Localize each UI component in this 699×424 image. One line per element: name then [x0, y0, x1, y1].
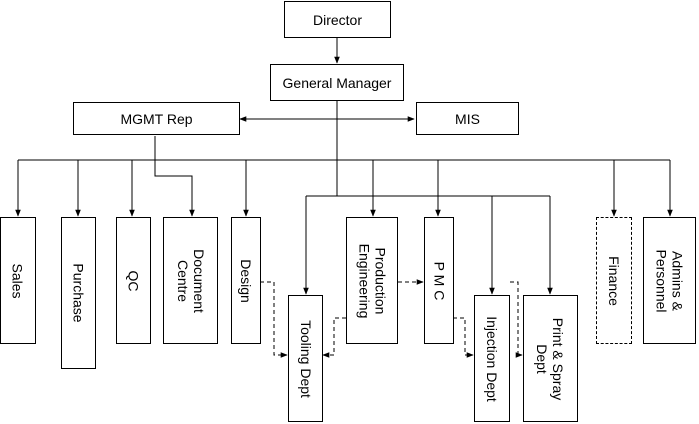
general-manager-label: General Manager [282, 74, 392, 91]
dept-injection-label: Injection Dept [484, 315, 501, 402]
dept-pmc-box: P M C [424, 217, 454, 344]
dept-print-spray-line1: Print & Spray [550, 317, 567, 400]
dashed-link-pmc-injection [453, 317, 474, 358]
dept-document-centre-line1: Document [190, 248, 207, 313]
dashed-link-prodeng-tooling [322, 317, 346, 358]
dept-document-centre-box: Document Centre [163, 217, 218, 344]
dept-purchase-box: Purchase [61, 217, 96, 369]
dept-admins-personnel-line2: Personnel [653, 248, 670, 313]
dept-sales-box: Sales [0, 217, 36, 344]
dept-production-engineering-line1: Production [372, 247, 389, 314]
dept-design-label: Design [238, 258, 254, 303]
dept-purchase-label: Purchase [70, 263, 87, 323]
general-manager-box: General Manager [270, 64, 404, 101]
dept-admins-personnel-line1: Admins & [669, 250, 686, 311]
dept-pmc-label: P M C [431, 261, 448, 300]
dept-print-spray-label: Print & Spray Dept [535, 317, 567, 399]
dept-injection-box: Injection Dept [474, 295, 510, 422]
director-box: Director [284, 1, 391, 38]
dept-production-engineering-box: Production Engineering [346, 217, 398, 344]
dept-admins-personnel-label: Admins & Personnel [654, 249, 686, 312]
dashed-link-design-tooling [260, 281, 288, 358]
director-label: Director [312, 11, 362, 28]
dept-tooling-label: Tooling Dept [297, 319, 314, 398]
dashed-link-injection-printspray [510, 281, 523, 358]
dept-finance-label: Finance [606, 255, 622, 306]
dept-qc-box: QC [116, 217, 151, 344]
dept-document-centre-label: Document Centre [175, 249, 207, 313]
dept-print-spray-box: Print & Spray Dept [523, 295, 578, 422]
dept-finance-box: Finance [596, 217, 632, 344]
dept-production-engineering-line2: Engineering [356, 243, 373, 318]
dept-tooling-box: Tooling Dept [288, 295, 323, 422]
mis-label: MIS [455, 110, 480, 127]
dept-production-engineering-label: Production Engineering [356, 243, 388, 318]
dept-admins-personnel-box: Admins & Personnel [643, 217, 696, 344]
dept-design-box: Design [231, 217, 261, 344]
mis-box: MIS [416, 102, 519, 135]
link-mgmtrep-doccentre [154, 136, 195, 217]
mgmt-rep-box: MGMT Rep [73, 102, 240, 135]
dept-qc-label: QC [125, 270, 142, 291]
mgmt-rep-label: MGMT Rep [120, 110, 193, 127]
dept-sales-label: Sales [10, 262, 26, 299]
dept-print-spray-line2: Dept [534, 343, 551, 374]
dept-document-centre-line2: Centre [174, 259, 191, 302]
